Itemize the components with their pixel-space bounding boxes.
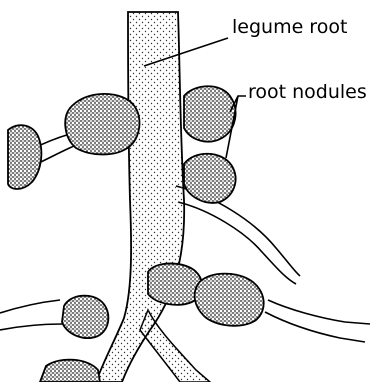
- root-nodule: [184, 154, 236, 203]
- root-nodule: [62, 296, 108, 338]
- lateral-root-left-lower: [0, 300, 62, 330]
- legume-root: [96, 12, 184, 382]
- lateral-root-right-lower: [265, 300, 370, 342]
- root-nodule: [8, 125, 41, 189]
- root-nodule: [184, 86, 236, 141]
- root-nodule: [65, 94, 139, 155]
- root-nodule: [40, 360, 100, 382]
- root-nodule: [195, 274, 264, 326]
- label-legume-root: legume root: [232, 18, 347, 37]
- lateral-root-right-upper: [176, 186, 300, 284]
- label-root-nodules: root nodules: [248, 83, 367, 102]
